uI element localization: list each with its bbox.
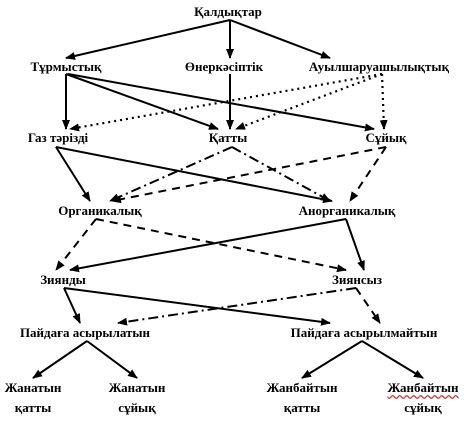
edge-inorganic-to-harmful xyxy=(69,218,347,273)
edge-unusable-to-nonburnable_liquid xyxy=(361,340,424,379)
edge-harmful-to-unusable xyxy=(63,287,331,326)
node-organic: Органикалық xyxy=(58,203,142,218)
edge-agricultural-to-solid xyxy=(235,72,383,131)
node-burnable-liquid-line2: сұйық xyxy=(118,400,156,415)
edge-harmless-to-unusable xyxy=(355,287,381,324)
node-nonburnable-solid-line1: Жанбайтын xyxy=(266,380,338,395)
edge-household-to-solid xyxy=(65,73,219,130)
edge-harmful-to-usable xyxy=(63,287,81,324)
node-burnable-solid: Жанатын қатты xyxy=(5,381,62,415)
edge-solid-to-inorganic xyxy=(231,146,331,202)
edge-harmless-to-usable xyxy=(117,287,357,326)
node-usable: Пайдаға асырылатын xyxy=(19,325,151,340)
edge-root-to-agricultural xyxy=(229,19,331,59)
edge-organic-to-harmful xyxy=(55,218,97,271)
edge-agricultural-to-liquid xyxy=(379,73,388,130)
node-inorganic: Анорганикалық xyxy=(298,203,396,218)
node-burnable-liquid-line1: Жанатын xyxy=(108,380,166,395)
edge-root-to-household xyxy=(65,19,231,60)
edge-usable-to-burnable_liquid xyxy=(86,340,138,379)
edge-agricultural-to-gas xyxy=(69,72,383,132)
edge-gas-to-inorganic xyxy=(55,146,333,204)
node-unusable: Пайдаға асырылмайтын xyxy=(290,325,438,340)
node-industrial: Өнеркәсіптік xyxy=(184,59,264,74)
edge-liquid-to-organic xyxy=(111,146,387,204)
node-nonburnable-liquid-line2: сұйық xyxy=(404,400,442,415)
node-gas: Газ тәрізді xyxy=(27,130,89,145)
node-burnable-solid-line1: Жанатын xyxy=(4,380,62,395)
edge-usable-to-burnable_solid xyxy=(32,340,88,379)
edges-layer xyxy=(32,19,424,379)
edge-unusable-to-nonburnable_solid xyxy=(301,340,363,379)
node-solid: Қатты xyxy=(208,130,248,145)
node-harmless: Зиянсыз xyxy=(331,272,383,287)
node-harmful: Зиянды xyxy=(40,272,86,287)
node-liquid: Сұйық xyxy=(365,130,407,145)
node-nonburnable-liquid: Жанбайтын сұйық xyxy=(387,381,458,415)
node-nonburnable-solid: Жанбайтын қатты xyxy=(266,381,337,415)
node-agricultural: Ауылшаруашылықтық xyxy=(308,59,450,74)
node-household: Тұрмыстық xyxy=(30,59,102,74)
node-root: Қалдықтар xyxy=(194,4,262,19)
edge-inorganic-to-harmless xyxy=(345,218,365,271)
edge-solid-to-organic xyxy=(109,146,233,202)
node-burnable-solid-line2: қатты xyxy=(14,400,52,415)
node-burnable-liquid: Жанатын сұйық xyxy=(109,381,166,415)
edge-gas-to-organic xyxy=(55,146,91,202)
edge-liquid-to-inorganic xyxy=(349,146,387,202)
node-nonburnable-liquid-line1: Жанбайтын xyxy=(387,380,459,395)
edge-organic-to-harmless xyxy=(95,218,347,273)
node-nonburnable-solid-line2: қатты xyxy=(283,400,321,415)
